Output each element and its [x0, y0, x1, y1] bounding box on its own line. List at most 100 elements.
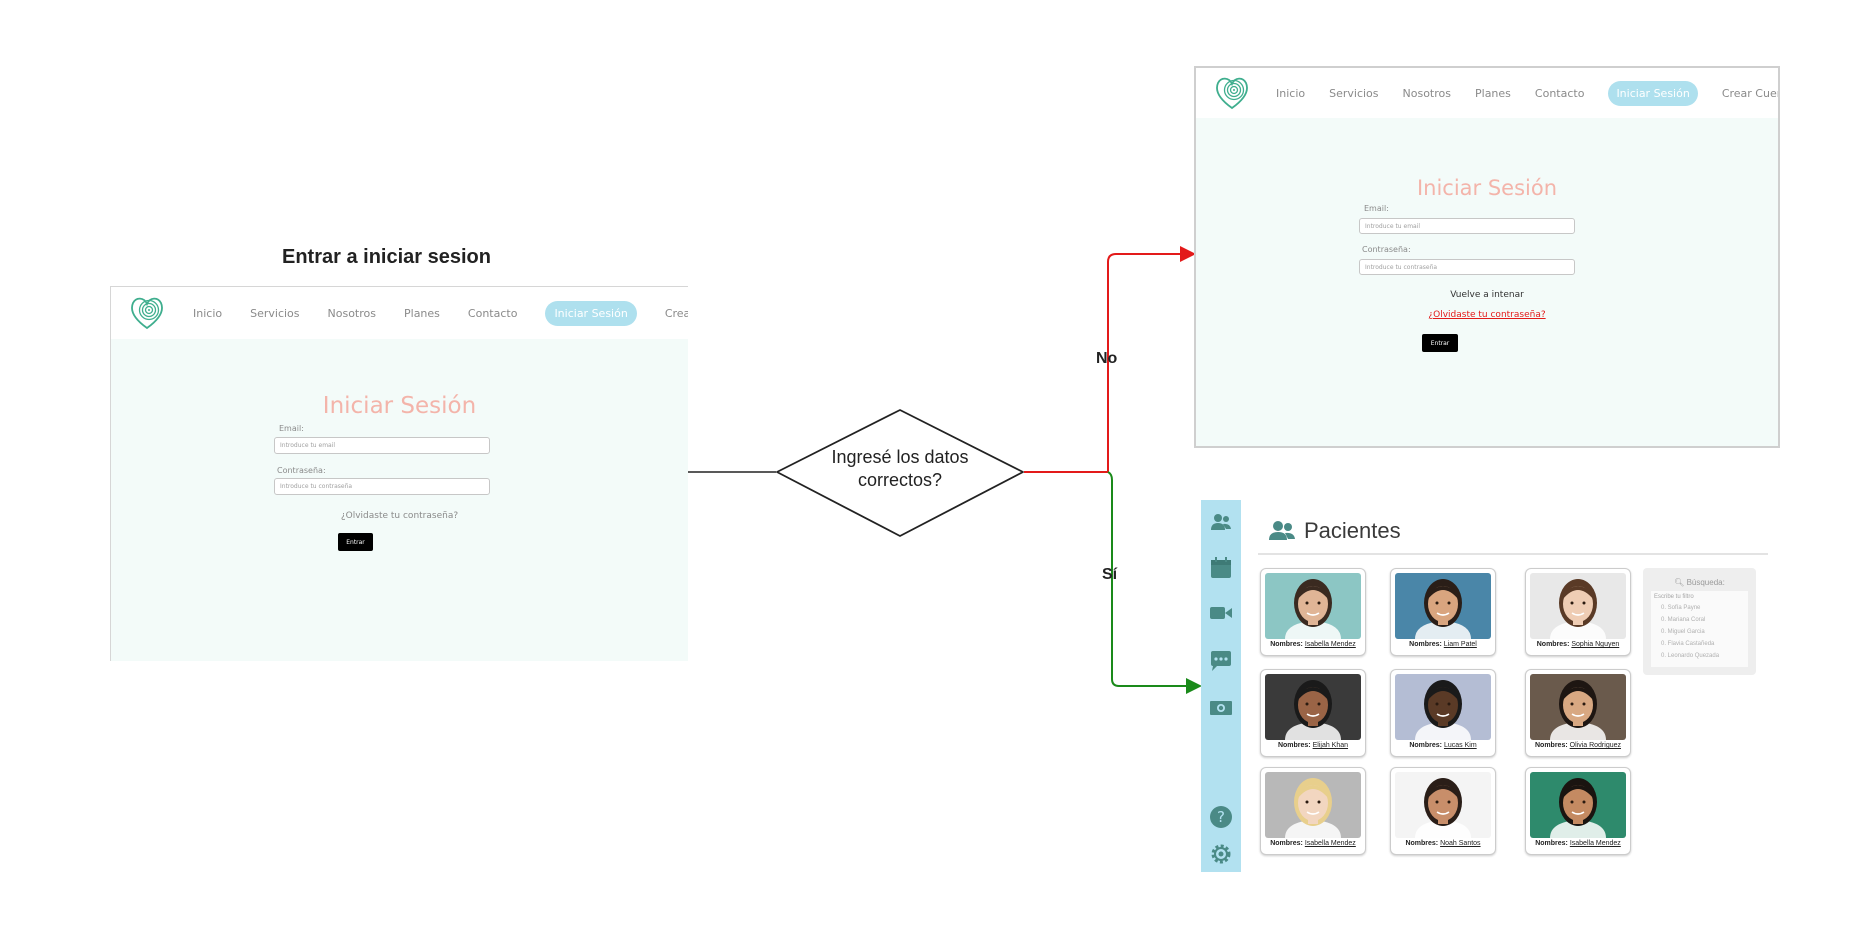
- video-icon[interactable]: [1209, 601, 1233, 625]
- nav-item-crear-cuenta[interactable]: Crear Cuenta: [1721, 86, 1778, 100]
- patient-card[interactable]: Nombres: Isabella Mendez: [1260, 568, 1366, 656]
- password-field[interactable]: Introduce tu contraseña: [1359, 259, 1575, 275]
- no-label: No: [1096, 350, 1118, 367]
- search-result-index: 0.: [1661, 629, 1668, 635]
- nav-item-inicio[interactable]: Inicio: [193, 306, 223, 320]
- patient-name: Nombres: Elijah Khan: [1261, 742, 1365, 749]
- search-result-item[interactable]: 0. Miguel Garcia: [1661, 629, 1705, 635]
- nav-item-contacto[interactable]: Contacto: [467, 306, 518, 320]
- patient-name-link[interactable]: Noah Santos: [1440, 840, 1481, 847]
- search-result-item[interactable]: 0. Mariana Coral: [1661, 617, 1705, 623]
- patient-photo: [1530, 772, 1626, 838]
- submit-button[interactable]: Entrar: [338, 533, 373, 551]
- name-prefix: Nombres:: [1409, 742, 1443, 749]
- patients-title-icon: [1269, 521, 1295, 540]
- decision-diamond: [776, 409, 1024, 537]
- heart-fingerprint-logo-icon[interactable]: [1212, 73, 1252, 113]
- nav-item-inicio[interactable]: Inicio: [1276, 86, 1306, 100]
- name-prefix: Nombres:: [1409, 641, 1442, 648]
- patient-name-link[interactable]: Lucas Kim: [1443, 742, 1477, 749]
- yes-edge-arrow: [1186, 678, 1202, 694]
- patient-name: Nombres: Isabella Mendez: [1261, 840, 1365, 847]
- search-result-index: 0.: [1661, 641, 1668, 647]
- email-field[interactable]: Introduce tu email: [274, 437, 490, 454]
- help-icon[interactable]: ?: [1209, 805, 1233, 829]
- name-prefix: Nombres:: [1405, 840, 1439, 847]
- nav-item-nosotros[interactable]: Nosotros: [1402, 86, 1451, 100]
- decision-line-1: Ingresé los datos: [831, 447, 969, 467]
- search-result-name: Flavia Castañeda: [1667, 641, 1715, 647]
- patient-card[interactable]: Nombres: Liam Patel: [1390, 568, 1496, 656]
- patient-name-link[interactable]: Isabella Mendez: [1304, 641, 1356, 648]
- patient-name: Nombres: Isabella Mendez: [1526, 840, 1630, 847]
- login-title: Iniciar Sesión: [322, 393, 477, 419]
- settings-icon[interactable]: [1209, 842, 1233, 866]
- email-label: Email:: [1364, 204, 1389, 213]
- patient-name-link[interactable]: Liam Patel: [1443, 641, 1477, 648]
- nav-item-planes[interactable]: Planes: [404, 306, 440, 320]
- decision-line-2: correctos?: [857, 470, 943, 490]
- calendar-icon[interactable]: [1209, 556, 1233, 580]
- patient-name: Nombres: Noah Santos: [1391, 840, 1495, 847]
- search-heading: 🔍︎ Búsqueda:: [1643, 578, 1756, 587]
- search-result-name: Leonardo Quezada: [1667, 653, 1720, 659]
- name-prefix: Nombres:: [1270, 840, 1303, 847]
- patient-name-link[interactable]: Elijah Khan: [1312, 742, 1349, 749]
- nav-item-crear-cuenta[interactable]: Crear Cuenta: [664, 306, 688, 320]
- name-prefix: Nombres:: [1277, 742, 1311, 749]
- search-list[interactable]: Escribe tu filtro 0. Sofía Payne 0. Maria…: [1651, 591, 1748, 667]
- search-result-index: 0.: [1661, 605, 1668, 611]
- top-nav: Inicio Servicios Nosotros Planes Contacto Ini…: [111, 287, 688, 339]
- patient-photo: [1530, 573, 1626, 639]
- nav-item-planes[interactable]: Planes: [1475, 86, 1511, 100]
- patient-name-link[interactable]: Isabella Mendez: [1569, 840, 1621, 847]
- patient-card[interactable]: Nombres: Lucas Kim: [1390, 669, 1496, 757]
- patient-card[interactable]: Nombres: Isabella Mendez: [1525, 767, 1631, 855]
- password-field[interactable]: Introduce tu contraseña: [274, 478, 490, 495]
- money-icon[interactable]: [1209, 696, 1233, 720]
- search-result-name: Miguel Garcia: [1667, 629, 1705, 635]
- patient-card[interactable]: Nombres: Elijah Khan: [1260, 669, 1366, 757]
- chat-icon[interactable]: [1209, 649, 1233, 673]
- search-input[interactable]: Escribe tu filtro: [1654, 594, 1694, 600]
- email-field[interactable]: Introduce tu email: [1359, 218, 1575, 234]
- patient-card[interactable]: Nombres: Olivia Rodriguez: [1525, 669, 1631, 757]
- flow-heading: Entrar a iniciar sesion: [282, 246, 491, 268]
- heart-fingerprint-logo-icon[interactable]: [127, 293, 167, 333]
- patient-name: Nombres: Isabella Mendez: [1261, 641, 1365, 648]
- nav-item-iniciar-sesi-n[interactable]: Iniciar Sesión: [545, 300, 637, 326]
- search-result-item[interactable]: 0. Sofía Payne: [1661, 605, 1700, 611]
- patients-title-divider: [1258, 553, 1768, 555]
- nav-item-servicios[interactable]: Servicios: [1329, 86, 1379, 100]
- nav-item-servicios[interactable]: Servicios: [250, 306, 300, 320]
- patient-photo: [1395, 772, 1491, 838]
- decision-text: Ingresé los datos correctos?: [800, 446, 1000, 492]
- name-prefix: Nombres:: [1536, 641, 1570, 648]
- search-result-item[interactable]: 0. Leonardo Quezada: [1661, 653, 1719, 659]
- submit-button[interactable]: Entrar: [1422, 334, 1458, 352]
- forgot-password-link[interactable]: ¿Olvidaste tu contraseña?: [1428, 310, 1546, 320]
- search-result-name: Sofía Payne: [1667, 605, 1701, 611]
- patient-photo: [1395, 674, 1491, 740]
- nav-item-contacto[interactable]: Contacto: [1534, 86, 1585, 100]
- forgot-password-link[interactable]: ¿Olvidaste tu contraseña?: [340, 511, 459, 521]
- yes-edge: [1107, 471, 1186, 687]
- patient-card[interactable]: Nombres: Noah Santos: [1390, 767, 1496, 855]
- patient-card[interactable]: Nombres: Isabella Mendez: [1260, 767, 1366, 855]
- patient-name-link[interactable]: Isabella Mendez: [1304, 840, 1356, 847]
- nav-item-iniciar-sesi-n[interactable]: Iniciar Sesión: [1608, 80, 1698, 106]
- retry-message: Vuelve a intenar: [1450, 290, 1524, 300]
- patients-sidebar: ?: [1201, 500, 1241, 872]
- email-label: Email:: [279, 424, 304, 433]
- patient-name-link[interactable]: Sophia Nguyen: [1571, 641, 1620, 648]
- no-edge-arrow: [1180, 246, 1196, 262]
- patient-name-link[interactable]: Olivia Rodriguez: [1569, 742, 1621, 749]
- patient-name: Nombres: Lucas Kim: [1391, 742, 1495, 749]
- users-icon[interactable]: [1209, 510, 1233, 534]
- patient-card[interactable]: Nombres: Sophia Nguyen: [1525, 568, 1631, 656]
- name-prefix: Nombres:: [1535, 742, 1568, 749]
- search-result-item[interactable]: 0. Flavia Castañeda: [1661, 641, 1714, 647]
- nav-item-nosotros[interactable]: Nosotros: [327, 306, 376, 320]
